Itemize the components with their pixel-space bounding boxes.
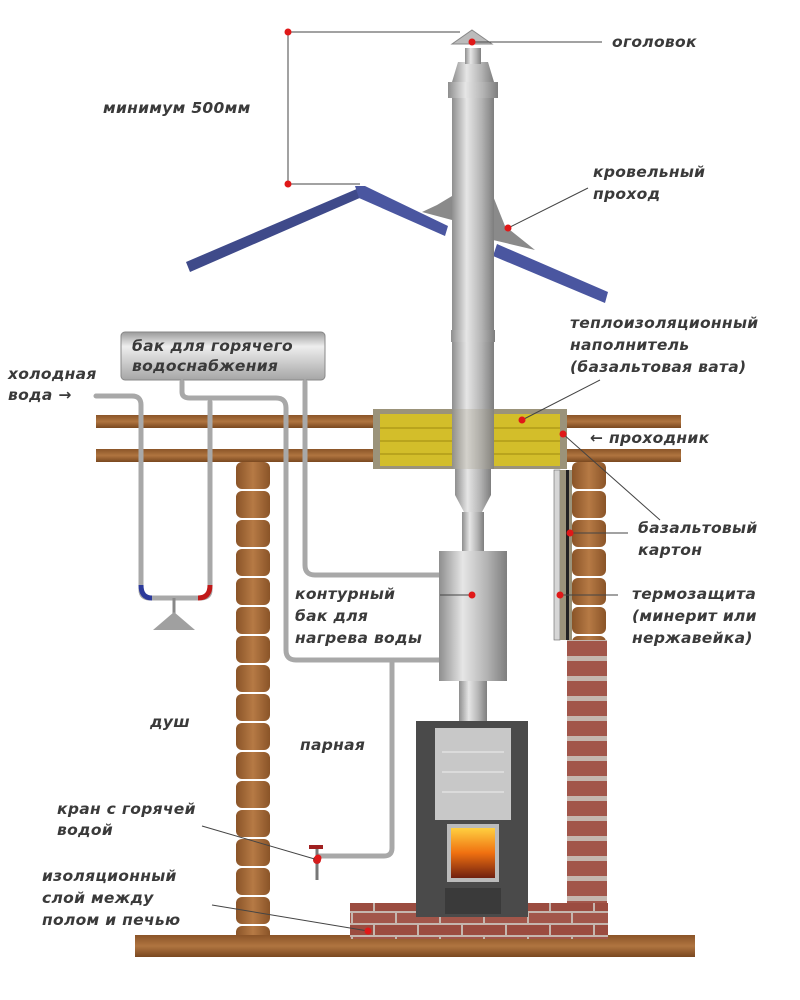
- label-steam-room: парная: [300, 736, 366, 754]
- label-hot-tank-1: бак для горячего: [132, 337, 293, 355]
- marker-dot: [504, 224, 512, 232]
- marker-dot: [314, 854, 322, 862]
- label-cold-water-2: вода →: [8, 386, 72, 404]
- log: [236, 462, 270, 489]
- label-heat-shield-2: (минерит или: [632, 607, 757, 625]
- label-basalt-board-1: базальтовый: [638, 519, 758, 537]
- contour-tank: [439, 551, 507, 681]
- floor: [135, 935, 695, 957]
- right-log-wall: [572, 462, 606, 663]
- right-brick-wall: [567, 640, 607, 920]
- label-shower: душ: [150, 713, 190, 731]
- marker-dot: [518, 416, 526, 424]
- log: [572, 462, 606, 489]
- label-floor-insulation-2: слой между: [42, 889, 154, 907]
- hot-water-tank: [120, 331, 326, 381]
- marker-dot: [468, 591, 476, 599]
- markers: [284, 28, 574, 935]
- log: [236, 897, 270, 924]
- log: [236, 868, 270, 895]
- log: [236, 578, 270, 605]
- log: [236, 665, 270, 692]
- log: [236, 752, 270, 779]
- label-hot-tap-2: водой: [57, 821, 113, 839]
- log: [236, 549, 270, 576]
- label-contour-tank-2: бак для: [295, 607, 369, 625]
- marker-dot: [566, 529, 574, 537]
- log: [572, 491, 606, 518]
- leader-lines: [201, 41, 661, 932]
- log: [236, 723, 270, 750]
- label-floor-insulation-3: полом и печью: [42, 911, 181, 929]
- hot-tap: [309, 845, 323, 880]
- log: [236, 781, 270, 808]
- label-contour-tank-3: нагрева воды: [295, 629, 423, 647]
- marker-dot: [468, 38, 476, 46]
- label-roof-passthrough-1: кровельный: [593, 163, 706, 181]
- heat-shield: [553, 469, 572, 641]
- shower-mixer: [138, 584, 213, 630]
- marker-dot: [284, 28, 292, 36]
- log: [236, 694, 270, 721]
- label-minimum-500mm: минимум 500мм: [103, 99, 251, 117]
- label-roof-passthrough-2: проход: [593, 185, 661, 203]
- sauna-stove: [416, 721, 528, 917]
- label-insulation-fill-1: теплоизоляционный: [570, 314, 759, 332]
- label-floor-insulation-1: изоляционный: [42, 867, 177, 885]
- label-passthrough: ← проходник: [590, 429, 710, 447]
- label-heat-shield-3: нержавейка): [632, 629, 753, 647]
- log: [572, 578, 606, 605]
- label-basalt-board-2: картон: [638, 541, 703, 559]
- roof: [186, 186, 608, 303]
- marker-dot: [284, 180, 292, 188]
- marker-dot: [556, 591, 564, 599]
- label-hot-tank-2: водоснабжения: [132, 357, 279, 375]
- log: [572, 607, 606, 634]
- left-log-wall: [236, 462, 270, 953]
- log: [236, 607, 270, 634]
- label-hot-tap-1: кран с горячей: [57, 800, 196, 818]
- label-insulation-fill-2: наполнитель: [570, 336, 690, 354]
- marker-dot: [364, 927, 372, 935]
- roof-passthrough: [422, 196, 535, 250]
- log: [236, 636, 270, 663]
- label-cold-water-1: холодная: [8, 365, 97, 383]
- log: [236, 839, 270, 866]
- marker-dot: [559, 430, 567, 438]
- label-heat-shield-1: термозащита: [632, 585, 757, 603]
- log: [572, 549, 606, 576]
- log: [236, 520, 270, 547]
- label-insulation-fill-3: (базальтовая вата): [570, 358, 747, 376]
- log: [236, 810, 270, 837]
- label-ogolovok: оголовок: [612, 33, 697, 51]
- label-contour-tank-1: контурный: [295, 585, 396, 603]
- ceiling-passthrough: [373, 409, 567, 469]
- log: [236, 491, 270, 518]
- dimension-line: [287, 31, 460, 185]
